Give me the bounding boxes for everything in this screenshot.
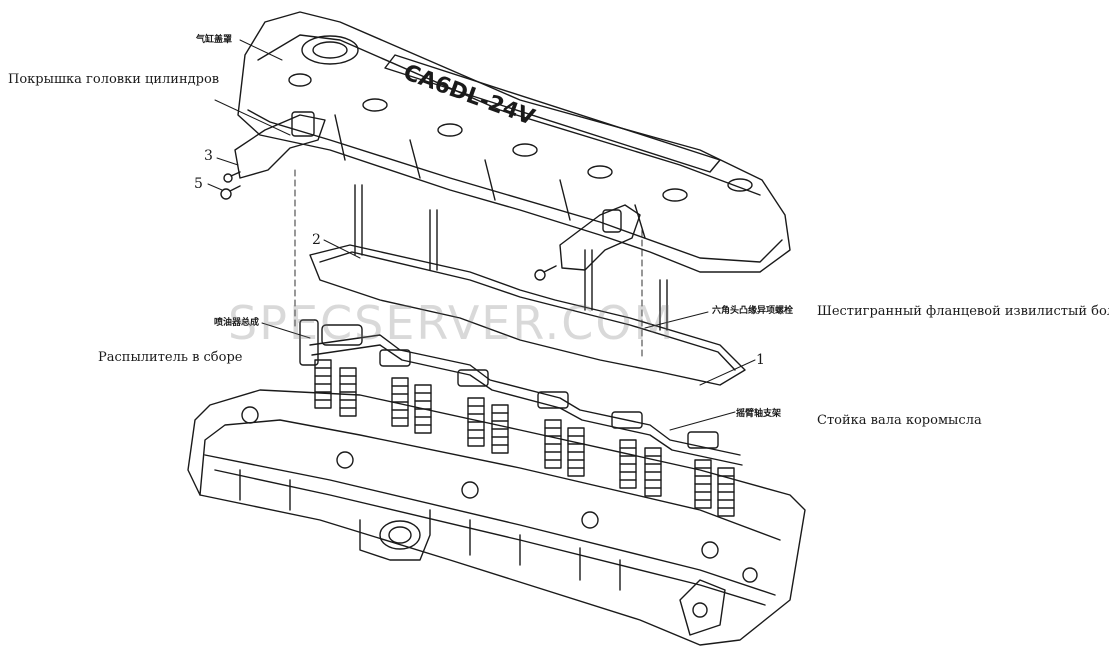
bolt-5 xyxy=(220,185,241,200)
label-injector-ru: Распылитель в сборе xyxy=(98,350,243,365)
alignment-lines xyxy=(294,169,643,361)
label-cover-cn: 气缸盖罩 xyxy=(196,35,233,45)
callout-5: 5 xyxy=(194,176,203,192)
label-rocker-cn: 摇臂轴支架 xyxy=(736,409,782,419)
callout-3: 3 xyxy=(204,148,213,164)
leader-lines xyxy=(207,39,756,431)
callout-1: 1 xyxy=(756,352,765,368)
label-injector-cn: 喷油器总成 xyxy=(214,318,260,328)
label-bolt-cn: 六角头凸缘异项螺栓 xyxy=(712,306,794,316)
leader-bolt xyxy=(644,311,709,329)
label-cover-ru: Покрышка головки цилиндров xyxy=(8,72,220,87)
flange-bolts xyxy=(354,184,668,331)
leader-3 xyxy=(216,157,239,166)
watermark: SPECSERVER.COM xyxy=(228,296,676,350)
cylinder-head xyxy=(187,389,806,646)
leader-injector xyxy=(261,322,311,339)
leader-5 xyxy=(207,183,223,191)
leader-2 xyxy=(323,239,361,259)
engine-marking: CA6DL-24V xyxy=(400,60,538,131)
bolt-3 xyxy=(223,171,241,183)
lifting-bracket-left xyxy=(234,111,326,179)
bolt-bracket-right xyxy=(534,265,557,281)
valve-train xyxy=(299,319,743,517)
label-rocker-ru: Стойка вала коромысла xyxy=(817,413,982,428)
leader-1 xyxy=(699,359,756,386)
leader-cover-ru xyxy=(214,99,291,136)
lifting-bracket-right xyxy=(559,204,641,271)
label-bolt-ru: Шестигранный фланцевой извилистый болт xyxy=(817,304,1109,319)
leader-rocker xyxy=(669,411,736,431)
callout-2: 2 xyxy=(312,232,321,248)
cover-gasket xyxy=(309,244,746,386)
leader-cover-cn xyxy=(239,39,283,61)
